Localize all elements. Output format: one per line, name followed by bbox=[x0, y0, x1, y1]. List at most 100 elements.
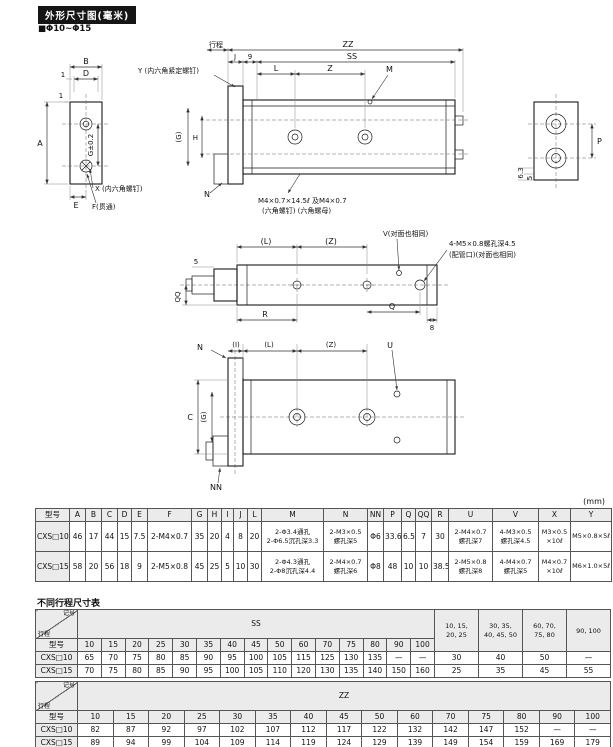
column-header-cell: U bbox=[448, 508, 493, 522]
dim-label-h: H bbox=[193, 134, 198, 142]
dim-label-q: Q bbox=[389, 302, 395, 311]
dim-label-g-tol: G±0.2 bbox=[87, 134, 95, 156]
note-f-through: F(贯通) bbox=[92, 202, 116, 211]
value-cell: 102 bbox=[219, 723, 256, 738]
end-plate bbox=[227, 85, 244, 185]
dim-label-1a: 1 bbox=[61, 71, 65, 79]
column-header-cell: F bbox=[147, 508, 192, 522]
bore-range-label: ■Φ10~Φ15 bbox=[38, 24, 92, 34]
value-cell: 100 bbox=[219, 664, 245, 679]
value-cell: 6.5 bbox=[401, 521, 416, 552]
dim-label-z: Z bbox=[327, 64, 333, 73]
dim-label-u: U bbox=[387, 341, 393, 350]
column-header-cell: 25 bbox=[148, 638, 174, 653]
value-cell: 122 bbox=[361, 723, 398, 738]
value-cell: 105 bbox=[267, 651, 293, 666]
column-header-cell: L bbox=[247, 508, 262, 522]
value-cell: 147 bbox=[467, 723, 505, 738]
value-cell: 94 bbox=[112, 736, 150, 747]
column-header-cell: 70 bbox=[314, 638, 340, 653]
value-cell: 5 bbox=[221, 551, 234, 582]
value-cell: 2-M5×0.8 螺孔深8 bbox=[448, 551, 493, 582]
group-header-ss: SS bbox=[77, 608, 435, 640]
value-cell: 159 bbox=[503, 736, 540, 747]
dimension-drawing-bottom-view: N (I) (L) (Z) U C (G) NN bbox=[187, 341, 465, 492]
value-cell: 139 bbox=[396, 736, 434, 747]
value-cell: 110 bbox=[267, 664, 293, 679]
value-cell: 48 bbox=[383, 551, 402, 582]
dim-label-ss: SS bbox=[347, 52, 357, 61]
mount-hole-bottom bbox=[79, 159, 93, 173]
value-cell: 2-Φ4.3通孔 2-Φ8沉孔深4.4 bbox=[261, 551, 324, 582]
dim-label-c: C bbox=[187, 413, 193, 422]
model-cell: CXS□15 bbox=[35, 551, 70, 582]
value-cell: 114 bbox=[254, 736, 292, 747]
dim-label-b: B bbox=[83, 57, 89, 66]
value-cell: 44 bbox=[101, 521, 118, 552]
column-header-cell: 20 bbox=[148, 710, 185, 725]
dim-label-zz: ZZ bbox=[343, 40, 354, 49]
value-cell: 129 bbox=[361, 736, 398, 747]
rod-bore-top bbox=[545, 113, 567, 135]
value-cell: 119 bbox=[290, 736, 327, 747]
value-cell: 30 bbox=[431, 521, 449, 552]
value-cell: — bbox=[386, 651, 412, 666]
value-cell: 2-M5×0.8 bbox=[147, 551, 192, 582]
corner-label-symbol: 记号 bbox=[62, 682, 75, 689]
stroke-table-title: 不同行程尺寸表 bbox=[37, 599, 101, 609]
value-cell: 92 bbox=[148, 723, 185, 738]
note-y-set-screw: Y (内六角紧定螺钉) bbox=[137, 66, 199, 75]
column-header-cell: M bbox=[261, 508, 324, 522]
value-cell: 160 bbox=[410, 664, 435, 679]
value-cell: 45 bbox=[191, 551, 208, 582]
dim-label-l-paren: (L) bbox=[264, 341, 274, 349]
value-cell: 50 bbox=[522, 651, 567, 666]
note-hex-screw-line1: M4×0.7×14.5ℓ 及M4×0.7 bbox=[258, 197, 347, 205]
value-cell: 55 bbox=[566, 664, 611, 679]
dim-label-9: 9 bbox=[248, 53, 252, 61]
v-thread-hole bbox=[396, 270, 402, 276]
value-cell: 17 bbox=[85, 521, 102, 552]
value-cell: 9 bbox=[131, 551, 148, 582]
column-header-cell: 35 bbox=[195, 638, 221, 653]
value-cell: 8 bbox=[233, 521, 248, 552]
column-header-cell: P bbox=[383, 508, 402, 522]
value-cell: 115 bbox=[291, 651, 316, 666]
note-port-line1: 4-M5×0.8螺孔深4.5 bbox=[449, 239, 516, 248]
value-cell: 20 bbox=[207, 521, 222, 552]
value-cell: 35 bbox=[191, 521, 208, 552]
rod-bore-bottom bbox=[545, 147, 567, 169]
column-header-cell: 75 bbox=[467, 710, 505, 725]
column-header-cell: 30 bbox=[219, 710, 256, 725]
dim-label-5: 5 bbox=[194, 258, 198, 266]
rod-end-block bbox=[213, 153, 229, 185]
cylinder-body bbox=[242, 99, 456, 175]
value-cell: 35 bbox=[478, 664, 523, 679]
right-end-view: P 6.3 5 bbox=[517, 94, 602, 188]
dim-label-e: E bbox=[73, 201, 78, 210]
column-header-cell: 25 bbox=[183, 710, 221, 725]
column-header-cell: 35 bbox=[254, 710, 292, 725]
column-header-cell: 50 bbox=[267, 638, 293, 653]
column-header-cell: 45 bbox=[243, 638, 269, 653]
value-cell: Φ8 bbox=[367, 551, 384, 582]
note-v-same-opposite: V(对面也相同) bbox=[383, 229, 429, 238]
value-cell: 33.6 bbox=[383, 521, 402, 552]
value-cell: 99 bbox=[148, 736, 185, 747]
value-cell: 46 bbox=[69, 521, 86, 552]
value-cell: 169 bbox=[538, 736, 576, 747]
value-cell: 149 bbox=[432, 736, 469, 747]
section-title: 外形尺寸图(毫米) bbox=[38, 6, 137, 24]
value-cell: 4-M4×0.7 螺孔深5 bbox=[492, 551, 539, 582]
dim-label-l-paren: (L) bbox=[261, 237, 272, 246]
column-header-cell: X bbox=[538, 508, 571, 522]
value-cell: 2-M4×0.7 螺孔深7 bbox=[448, 521, 493, 552]
column-header-cell: J bbox=[233, 508, 248, 522]
dim-label-6-3: 6.3 bbox=[517, 167, 525, 178]
